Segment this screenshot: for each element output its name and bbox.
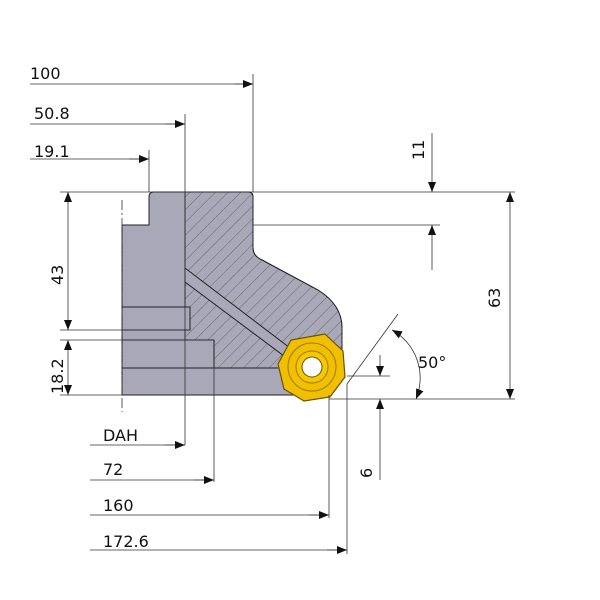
bore-step [121,339,215,369]
dim-160: 160 [103,496,134,515]
dim-63: 63 [485,288,504,308]
dim-dah: DAH [103,426,138,445]
dim-100: 100 [30,64,61,83]
dim-6: 6 [357,468,376,478]
dimension-arrows [64,80,514,554]
dim-172-6: 172.6 [103,532,149,551]
dim-19-1: 19.1 [34,142,70,161]
dim-43: 43 [48,265,67,285]
cutter-body [121,191,343,412]
dim-18-2: 18.2 [48,358,67,394]
dim-angle: 50° [418,353,446,372]
dim-50-8: 50.8 [34,104,70,123]
dim-11: 11 [409,140,428,160]
dim-72: 72 [103,460,123,479]
octagonal-insert [277,333,346,402]
key-slot [121,306,191,331]
